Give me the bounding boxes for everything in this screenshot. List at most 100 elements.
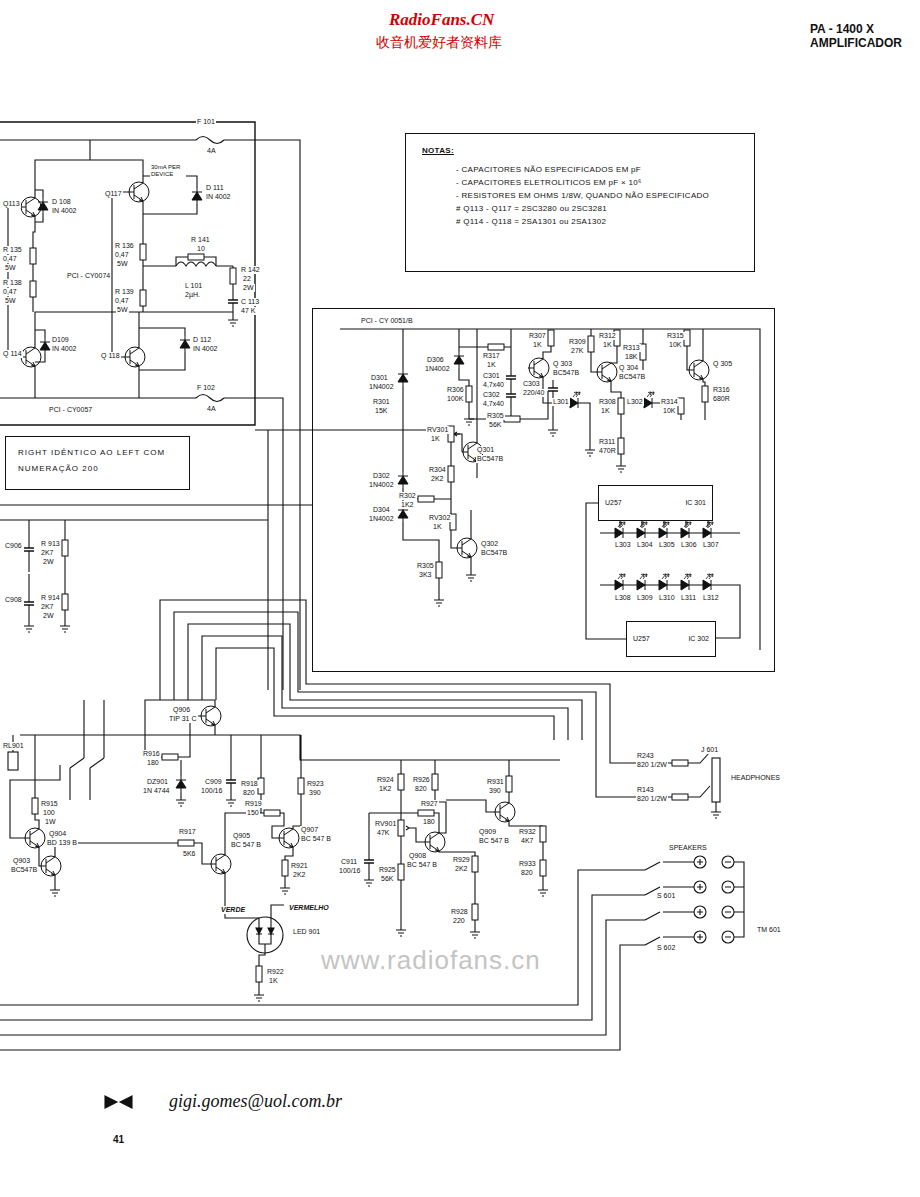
part-label: 2K2 xyxy=(430,475,444,483)
part-label: 2K2 xyxy=(454,865,468,873)
diode-symbol xyxy=(454,352,464,368)
part-label: C909 xyxy=(204,778,223,786)
part-label: L302 xyxy=(626,398,644,406)
part-label: D306 xyxy=(426,356,445,364)
part-label: L303 xyxy=(614,541,632,549)
part-label: Q 118 xyxy=(100,352,121,360)
transistor-symbol xyxy=(128,182,149,202)
part-label: IN 4002 xyxy=(51,207,78,215)
ground-symbol xyxy=(538,890,548,896)
part-label: R923 xyxy=(306,780,325,788)
part-label: R143 xyxy=(636,786,655,794)
part-label: R927 xyxy=(420,800,439,808)
watermark: www.radiofans.cn xyxy=(320,945,542,975)
resistor-symbol xyxy=(588,336,594,352)
part-label: L311 xyxy=(680,594,697,602)
transistor-symbol xyxy=(456,538,477,558)
part-label: R 136 xyxy=(114,242,135,250)
part-label: 3K3 xyxy=(418,571,432,579)
part-label: D301 xyxy=(370,374,389,382)
ground-symbol xyxy=(226,800,236,806)
part-label: 22 xyxy=(242,275,252,283)
speaker-wire xyxy=(0,870,645,1050)
ground-symbol xyxy=(470,932,480,938)
part-label: 5W xyxy=(116,260,129,268)
capacitor-symbol xyxy=(24,602,34,605)
part-label: Q117 xyxy=(104,190,123,198)
fuse-symbol xyxy=(196,137,224,402)
part-label: RV301 xyxy=(426,426,449,434)
part-label: 18K xyxy=(624,353,638,361)
part-label: IN 4002 xyxy=(192,345,219,353)
resistor-symbol xyxy=(230,268,236,284)
capacitor-symbol xyxy=(506,394,516,397)
part-label: R308 xyxy=(598,398,617,406)
diode-symbol xyxy=(40,338,50,354)
part-label: R305 xyxy=(486,412,505,420)
part-label: R929 xyxy=(452,856,471,864)
part-label: 220 xyxy=(452,917,466,925)
part-label: R313 xyxy=(622,344,641,352)
transistor-symbol xyxy=(20,197,41,217)
part-label: R928 xyxy=(450,908,469,916)
color-label: VERDE xyxy=(220,906,246,914)
part-label: 2W xyxy=(242,284,255,292)
part-label: R922 xyxy=(266,968,285,976)
part-label: L306 xyxy=(680,541,698,549)
part-label: BC547B xyxy=(480,549,508,557)
part-label: LED 901 xyxy=(292,928,321,936)
part-label: 10 xyxy=(196,245,206,253)
diode-symbol xyxy=(38,198,48,214)
transistor-symbol xyxy=(688,360,709,380)
resistor-symbol xyxy=(62,594,68,610)
part-label: D 111 xyxy=(205,184,225,192)
part-label: 5W xyxy=(4,264,17,272)
part-label: J 601 xyxy=(700,746,719,754)
resistor-symbol xyxy=(540,860,546,876)
led-symbol xyxy=(644,392,654,408)
ground-symbol xyxy=(254,995,264,1001)
resistor-symbol xyxy=(506,776,512,792)
ground-symbol xyxy=(711,812,721,818)
indicator-wire xyxy=(10,700,560,995)
part-label: 390 xyxy=(308,789,322,797)
part-label: L305 xyxy=(658,541,676,549)
part-label: 1N 4744 xyxy=(142,787,170,795)
wire-connector xyxy=(586,503,626,639)
resistor-symbol xyxy=(398,864,404,880)
part-label: D 108 xyxy=(51,198,72,206)
part-label: 220/40 xyxy=(522,389,545,397)
resistor-symbol xyxy=(672,760,688,766)
part-label: R311 xyxy=(598,438,616,446)
diode-symbol xyxy=(398,370,408,386)
part-label: 5W xyxy=(116,306,129,314)
resistor-symbol xyxy=(258,778,264,794)
part-label: 820 xyxy=(520,869,534,877)
part-label: 4,7x40 xyxy=(482,400,505,408)
part-label: L308 xyxy=(614,594,632,602)
node-text: - CAPACITORES ELETROLITICOS EM pF × 10⁶ xyxy=(422,176,738,189)
part-label: 2W xyxy=(42,612,55,620)
resistor-symbol xyxy=(162,754,178,760)
node-text: U257 xyxy=(633,635,650,643)
part-note: 30mA PER DEVICE xyxy=(150,164,186,178)
part-label: 4A xyxy=(206,147,217,155)
part-label: D109 xyxy=(51,336,70,344)
led-symbol xyxy=(615,574,625,590)
site-watermark: RadioFans.CN xyxy=(388,10,495,30)
resistor-symbol xyxy=(178,840,194,846)
part-label: R312 xyxy=(598,332,617,340)
part-label: R931 xyxy=(486,778,505,786)
part-label: R307 xyxy=(528,332,547,340)
part-label: R316 xyxy=(712,386,731,394)
resistor-symbol xyxy=(488,344,504,350)
relay-coil xyxy=(8,752,18,770)
part-label: R 914 xyxy=(40,594,61,602)
ground-symbol xyxy=(50,890,60,896)
part-label: F 102 xyxy=(196,384,216,392)
part-label: S 602 xyxy=(656,944,676,952)
part-label: Q 303 xyxy=(552,360,573,368)
page-title: PA - 1400 X AMPLIFICADOR xyxy=(810,22,914,50)
note-box: RIGHT IDÊNTICO AO LEFT COM NUMERAÇÃO 200 xyxy=(5,436,190,490)
part-label: 1K xyxy=(268,977,279,985)
